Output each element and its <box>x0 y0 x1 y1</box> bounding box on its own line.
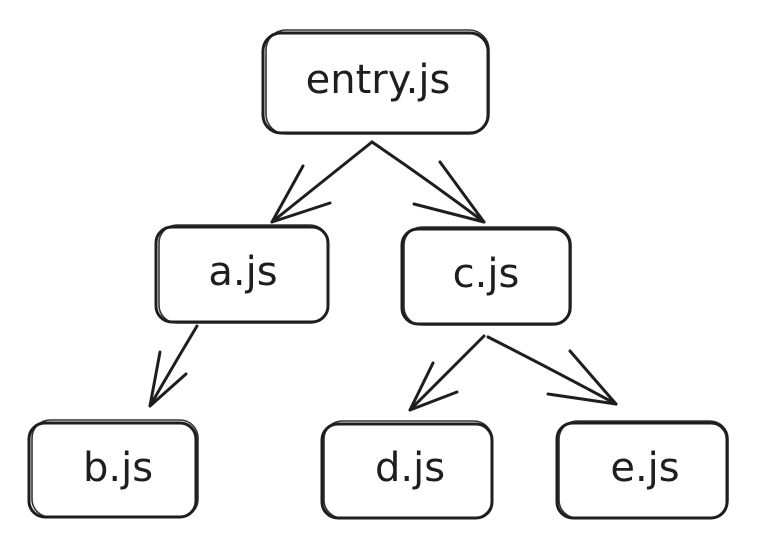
node-e-box-outline <box>558 420 729 519</box>
node-c-box <box>400 227 572 326</box>
edge-entry-to-c <box>370 140 486 224</box>
node-e: e.js <box>555 420 729 520</box>
node-c-label: c.js <box>453 251 520 297</box>
node-d-box-outline <box>323 420 493 519</box>
node-d: d.js <box>320 420 494 520</box>
node-b-label: b.js <box>83 445 153 491</box>
node-entry-label: entry.js <box>306 57 451 103</box>
node-a-box-outline <box>158 224 329 324</box>
node-e-label: e.js <box>610 445 679 491</box>
edge-entry-to-a <box>270 140 374 224</box>
node-b: b.js <box>27 419 199 519</box>
node-c: c.js <box>400 226 572 326</box>
node-c-box-outline <box>403 226 572 326</box>
node-a-label: a.js <box>208 249 277 295</box>
node-entry: entry.js <box>261 29 490 135</box>
edge-a-to-b <box>148 324 199 408</box>
edges <box>148 140 618 412</box>
node-a: a.js <box>154 224 330 324</box>
edge-c-to-e <box>486 335 618 406</box>
edge-c-to-d <box>408 334 486 412</box>
node-entry-box-outline <box>265 29 490 135</box>
node-entry-box <box>261 31 490 135</box>
node-d-label: d.js <box>375 445 445 491</box>
node-b-box-outline <box>31 419 199 518</box>
nodes: entry.js a.js c.js b.js d.js e.js <box>27 29 729 520</box>
